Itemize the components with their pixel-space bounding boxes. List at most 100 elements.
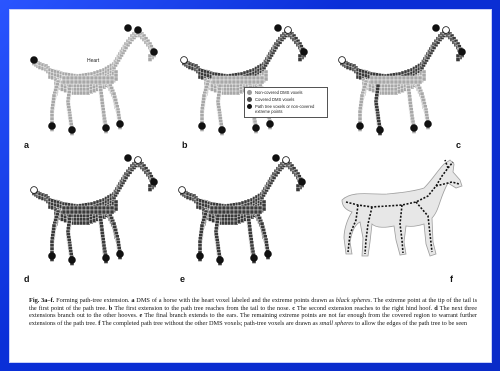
voxel <box>74 80 78 84</box>
voxel <box>394 80 398 84</box>
voxel <box>212 76 216 80</box>
voxel <box>410 80 414 84</box>
heart-label: Heart <box>87 58 99 64</box>
extreme-point-sphere <box>117 251 124 258</box>
voxel <box>224 80 228 84</box>
caption-text: The second extension reaches to the righ… <box>295 305 434 312</box>
voxel <box>234 206 238 210</box>
voxel <box>216 76 220 80</box>
voxel <box>394 76 398 80</box>
panel-label-a: a <box>24 140 29 150</box>
voxel <box>230 206 234 210</box>
voxel <box>102 80 106 84</box>
extreme-point-sphere <box>217 257 224 264</box>
horse-voxel-figure-b <box>178 20 318 138</box>
voxel <box>238 210 242 214</box>
voxel <box>218 210 222 214</box>
caption-text: The completed path tree without the othe… <box>100 320 319 327</box>
voxel <box>216 80 220 84</box>
extreme-point-sphere <box>275 25 282 32</box>
voxel <box>78 210 82 214</box>
voxel <box>148 58 152 62</box>
extreme-point-sphere <box>135 157 142 164</box>
extreme-point-sphere <box>301 49 308 56</box>
legend-label: Covered DMS voxels <box>255 97 294 102</box>
voxel <box>390 76 394 80</box>
voxel <box>370 76 374 80</box>
extreme-point-sphere <box>125 155 132 162</box>
voxel <box>254 206 258 210</box>
voxel <box>110 206 114 210</box>
extreme-point-sphere <box>181 57 188 64</box>
extreme-point-sphere <box>443 27 450 34</box>
voxel <box>74 210 78 214</box>
voxel <box>226 210 230 214</box>
voxel <box>246 206 250 210</box>
voxel <box>258 210 262 214</box>
voxel <box>250 206 254 210</box>
panel-label-b: b <box>182 140 188 150</box>
voxel <box>66 80 70 84</box>
voxel <box>242 206 246 210</box>
voxel <box>374 80 378 84</box>
panel-label-d: d <box>24 274 30 284</box>
voxel <box>296 188 300 192</box>
extreme-point-sphere <box>49 123 56 130</box>
extreme-point-sphere <box>283 157 290 164</box>
voxel <box>210 210 214 214</box>
voxel <box>98 210 102 214</box>
voxel <box>74 206 78 210</box>
figure-caption: Fig. 3a–f. Forming path-tree extension. … <box>29 297 477 327</box>
voxel <box>220 80 224 84</box>
voxel <box>238 206 242 210</box>
voxel <box>402 76 406 80</box>
voxel <box>220 76 224 80</box>
voxel <box>248 76 252 80</box>
horse-path-tree-figure-f <box>332 150 476 268</box>
black-sphere-icon <box>247 104 252 109</box>
voxel <box>262 207 266 211</box>
voxel <box>236 76 240 80</box>
voxel <box>240 80 244 84</box>
voxel <box>414 76 418 80</box>
caption-text: to allow the edges of the path tree to b… <box>354 320 467 327</box>
voxel <box>94 80 98 84</box>
voxel <box>114 207 118 211</box>
voxel <box>418 76 422 80</box>
extreme-point-sphere <box>31 187 38 194</box>
voxel <box>402 80 406 84</box>
voxel <box>62 80 66 84</box>
voxel <box>86 76 90 80</box>
voxel <box>74 76 78 80</box>
voxel <box>110 80 114 84</box>
voxel <box>102 76 106 80</box>
extreme-point-sphere <box>253 125 260 132</box>
voxel <box>232 80 236 84</box>
voxel <box>378 76 382 80</box>
voxel <box>260 80 264 84</box>
extreme-point-sphere <box>117 121 124 128</box>
voxel <box>418 80 422 84</box>
voxel <box>398 80 402 84</box>
panel-label-f: f <box>450 274 453 284</box>
voxel <box>244 76 248 80</box>
voxel <box>240 76 244 80</box>
voxel <box>398 76 402 80</box>
voxel <box>252 76 256 80</box>
voxel <box>110 76 114 80</box>
voxel <box>230 210 234 214</box>
horse-voxel-figure-e <box>176 150 316 268</box>
voxel <box>406 76 410 80</box>
figure-page: Heart a b Non-covered DMS voxels Covered… <box>9 9 492 363</box>
legend: Non-covered DMS voxels Covered DMS voxel… <box>244 87 328 118</box>
voxel <box>78 206 82 210</box>
voxel <box>98 206 102 210</box>
voxel <box>256 80 260 84</box>
voxel <box>70 210 74 214</box>
voxel <box>248 80 252 84</box>
extreme-point-sphere <box>377 127 384 134</box>
extreme-point-sphere <box>103 255 110 262</box>
voxel <box>66 206 70 210</box>
voxel <box>106 206 110 210</box>
voxel <box>386 80 390 84</box>
